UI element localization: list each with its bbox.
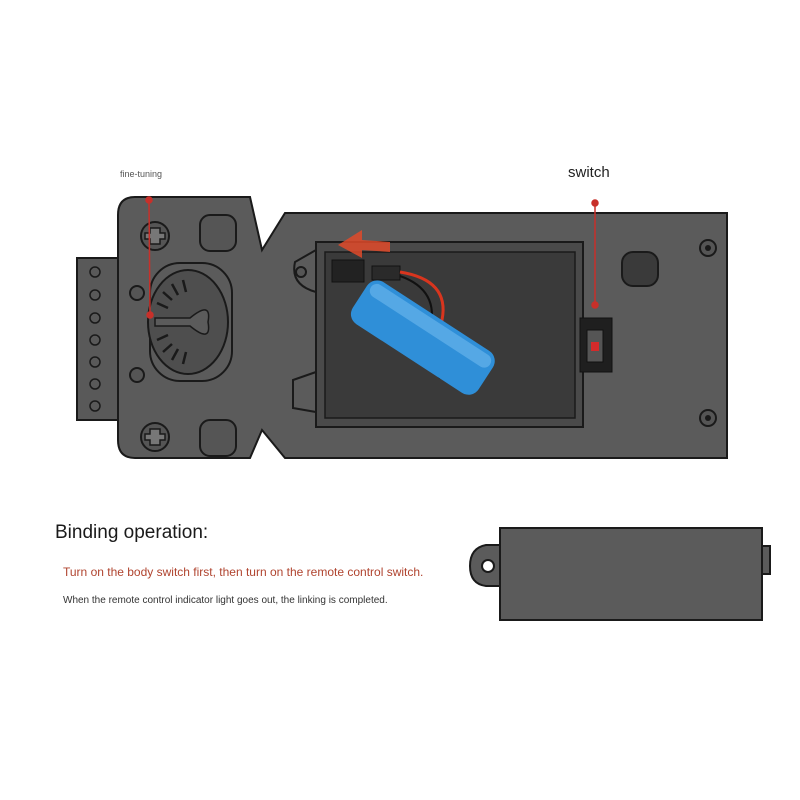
screw-icon <box>699 239 717 257</box>
binding-step-1: Turn on the body switch first, then turn… <box>63 565 424 579</box>
plug <box>371 265 401 281</box>
connector-pins <box>89 266 101 412</box>
battery <box>350 280 495 395</box>
mount-tab <box>199 419 237 457</box>
battery-cover <box>468 527 771 621</box>
binding-step-2: When the remote control indicator light … <box>63 595 388 606</box>
switch-label: switch <box>568 164 610 181</box>
plug-socket <box>331 259 365 283</box>
switch-callout <box>591 199 599 309</box>
arrow-left-icon <box>338 230 390 258</box>
fine-tuning-label: fine-tuning <box>120 169 163 179</box>
screw-icon <box>699 409 717 427</box>
mount-tab <box>199 214 237 252</box>
knob <box>621 251 659 287</box>
cross-screw-icon <box>140 221 170 251</box>
binding-heading: Binding operation: <box>55 522 209 543</box>
fine-tuning-callout <box>145 196 154 319</box>
fine-tuning-dial[interactable] <box>147 262 233 382</box>
cross-screw-icon <box>140 422 170 452</box>
